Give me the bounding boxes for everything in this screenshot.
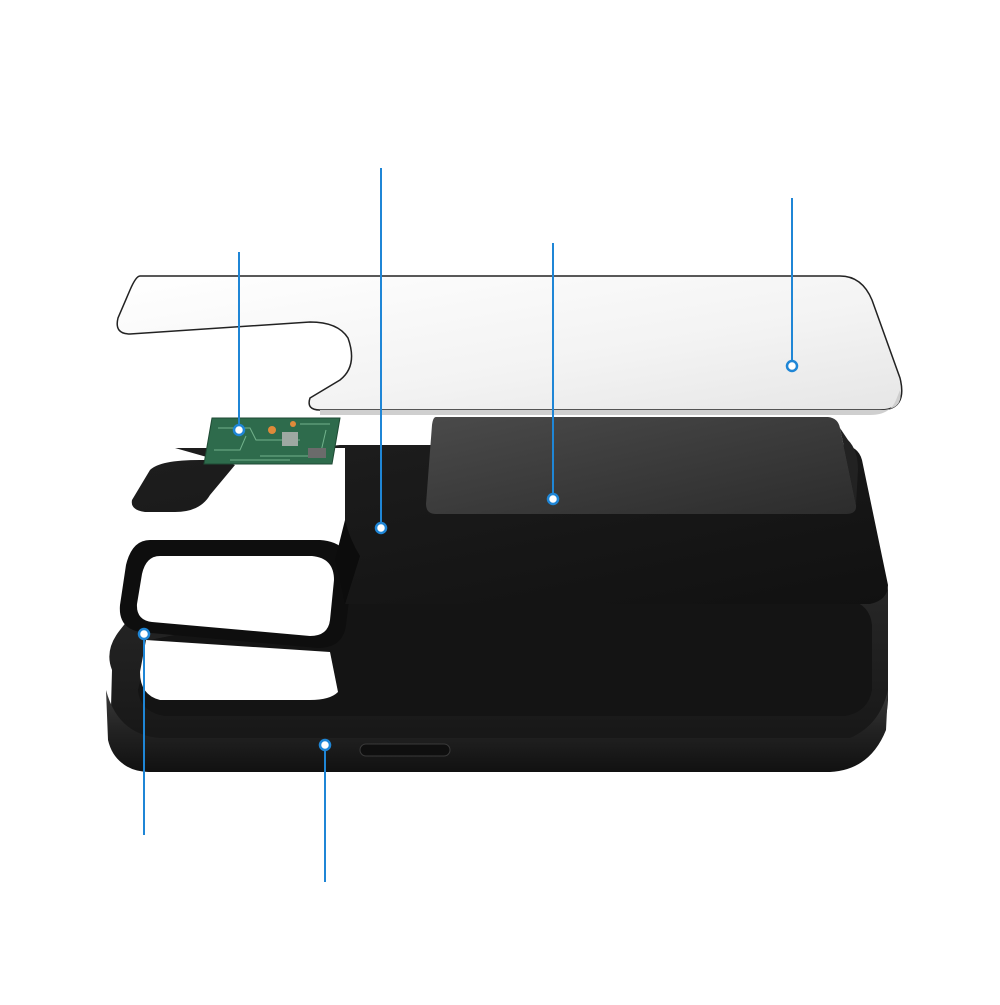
side-button-icon [359,743,451,757]
glass-film-edge [320,390,901,415]
plate-body [426,417,857,514]
chip-component-icon [268,426,276,434]
camera-cutout-window [140,640,338,700]
case-side-wall [106,690,888,772]
chip-component-icon [290,421,296,427]
chip-component-icon [282,432,298,446]
glass-film [116,275,903,415]
inner-shell-edge [335,520,360,604]
callout-dot-nfc [232,423,246,437]
callout-dot-plate [546,492,560,506]
camera-ring [119,540,352,700]
plate-edge [840,428,858,505]
callout-dot-shell [374,521,388,535]
camera-ring-opening [136,556,334,636]
callouts [137,168,799,882]
callout-dot-ring [137,627,151,641]
glass-film-sheet [116,275,903,411]
callout-dot-case [318,738,332,752]
callout-dot-glass [785,359,799,373]
chip-component-icon [308,448,326,458]
inner-plate [426,417,858,514]
nfc-chip [203,417,341,465]
